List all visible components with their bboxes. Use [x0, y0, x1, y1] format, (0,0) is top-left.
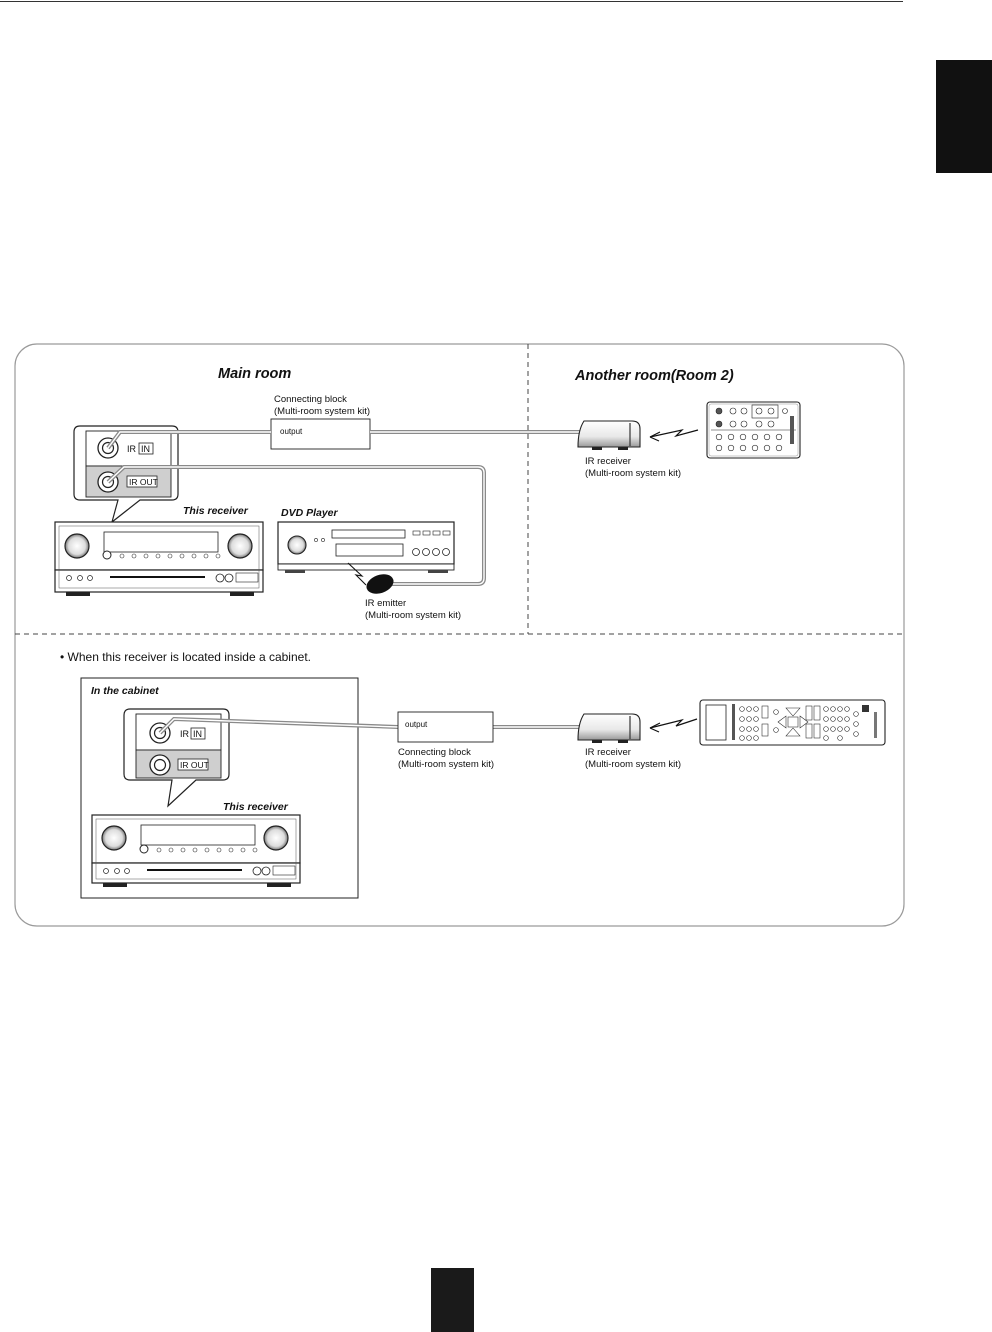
receiver-unit-main [54, 521, 264, 596]
dvd-player-label: DVD Player [281, 507, 339, 519]
ir-receiver-kit-room2: (Multi-room system kit) [585, 468, 681, 479]
ir-receiver-room2 [577, 420, 641, 450]
receiver-unit-cabinet [91, 814, 301, 887]
ir-in-label: IN [141, 444, 150, 454]
ir-emitter-kit: (Multi-room system kit) [365, 610, 461, 621]
connecting-block-cabinet [397, 711, 494, 743]
dvd-player-unit [277, 521, 455, 573]
ir-out-label-cabinet: IR OUT [180, 760, 209, 770]
remote-control-room2 [706, 401, 801, 459]
connecting-block-kit-cabinet: (Multi-room system kit) [398, 759, 494, 770]
ir-signal-arrow-cabinet [649, 718, 698, 733]
connecting-block-output: output [280, 427, 303, 436]
ir-receiver-label-room2: IR receiver [585, 456, 631, 467]
ir-receiver-cabinet [577, 713, 641, 743]
page-number-block [431, 1268, 474, 1332]
diagram-frame [14, 343, 905, 927]
ir-emitter-label: IR emitter [365, 598, 406, 609]
ir-in-label-cabinet: IN [193, 729, 202, 739]
connecting-block-output-cabinet: output [405, 720, 428, 729]
ir-receiver-kit-cabinet: (Multi-room system kit) [585, 759, 681, 770]
this-receiver-label-cabinet: This receiver [223, 801, 289, 813]
connecting-block-label-cabinet: Connecting block [398, 747, 471, 758]
ir-in-prefix-cabinet: IR [180, 729, 190, 739]
ir-signal-arrow-room2 [649, 428, 699, 442]
ir-receiver-label-cabinet: IR receiver [585, 747, 631, 758]
main-room-title: Main room [218, 366, 291, 382]
cabinet-frame [80, 677, 359, 899]
ir-out-label: IR OUT [129, 477, 158, 487]
room2-title: Another room(Room 2) [574, 368, 734, 384]
section-tab [936, 60, 992, 173]
cabinet-note: • When this receiver is located inside a… [60, 650, 311, 664]
connecting-block-label: Connecting block [274, 394, 347, 405]
ir-emitter [347, 562, 394, 594]
remote-control-cabinet [699, 699, 886, 746]
connecting-block-kit: (Multi-room system kit) [274, 406, 370, 417]
this-receiver-label: This receiver [183, 505, 249, 517]
ir-in-prefix: IR [127, 444, 137, 454]
in-the-cabinet-label: In the cabinet [91, 685, 159, 697]
top-rule [0, 1, 903, 2]
